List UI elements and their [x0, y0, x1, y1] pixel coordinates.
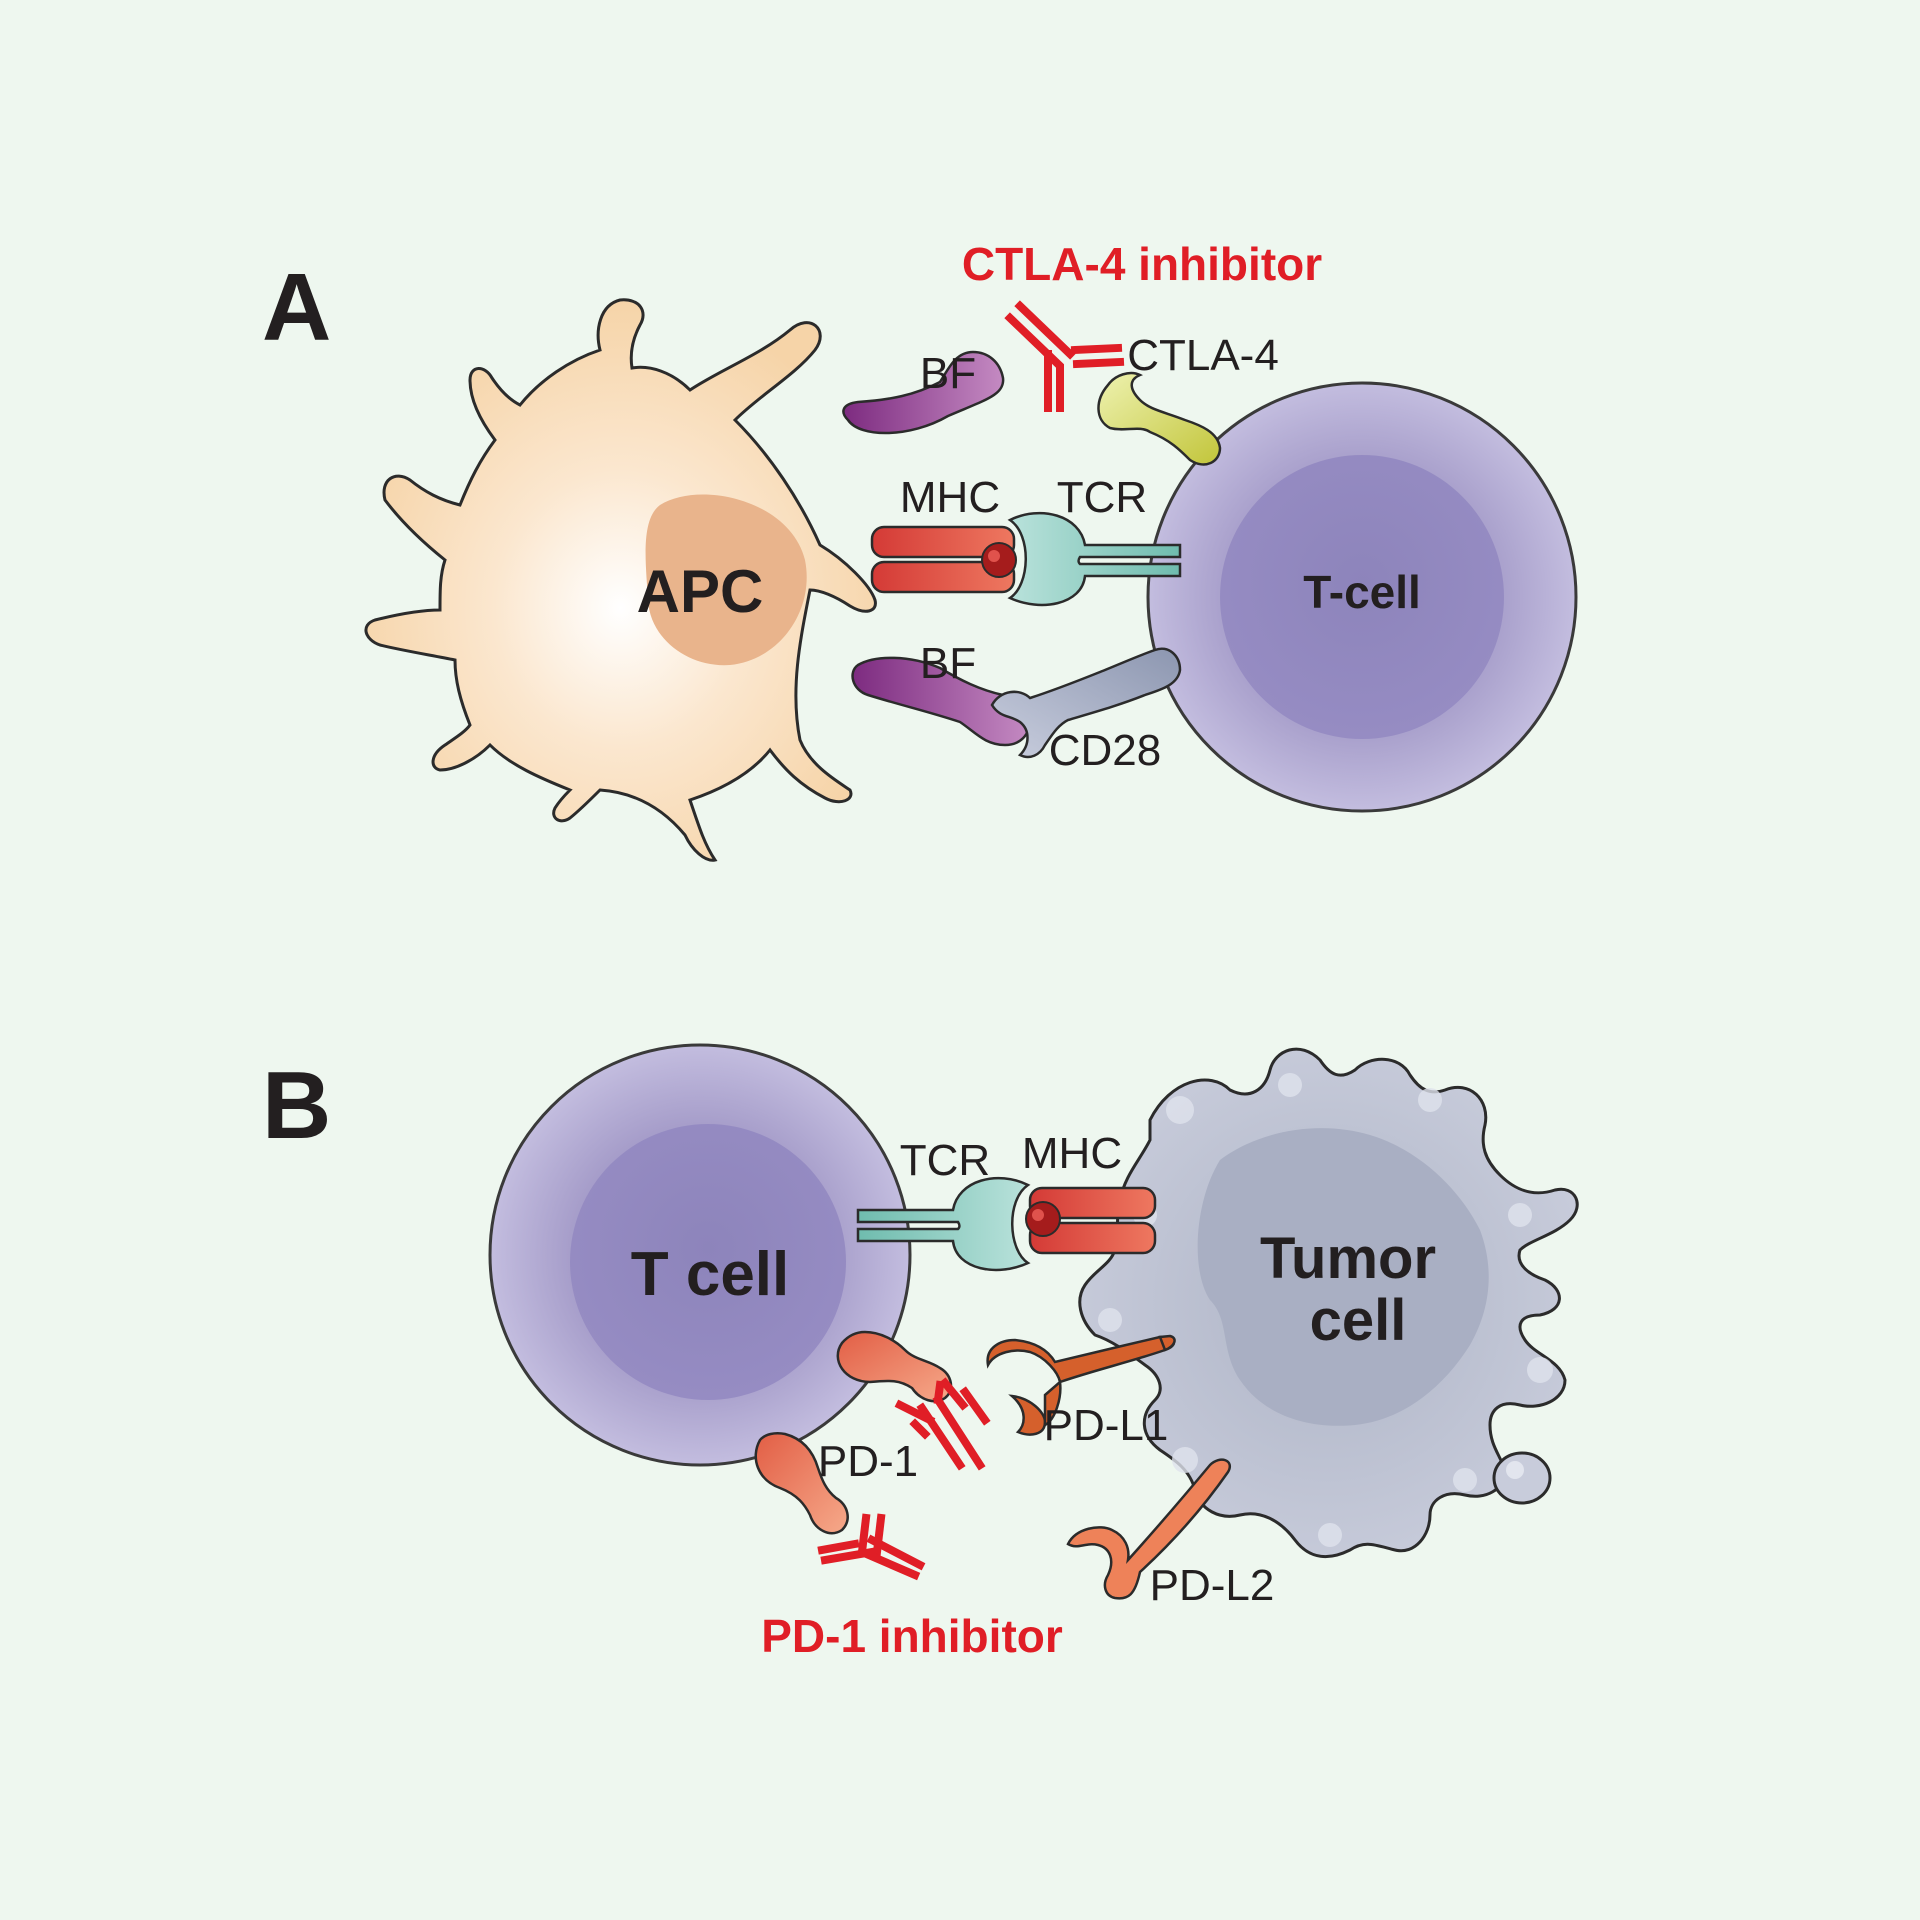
- t-cell-b-nucleus: [570, 1124, 846, 1400]
- tumor-label-line1: Tumor: [1260, 1226, 1436, 1291]
- pd1-inhibitor-label: PD-1 inhibitor: [761, 1610, 1063, 1662]
- panel-a-letter: A: [262, 254, 331, 361]
- pd1-inhibitor-antibody-lower: [817, 1513, 926, 1581]
- pd1-label: PD-1: [818, 1437, 918, 1486]
- ctla4-label: CTLA-4: [1127, 331, 1279, 380]
- apc-nucleus: [645, 494, 807, 666]
- bf-top-molecule: [842, 350, 1005, 435]
- mhc-b-label: MHC: [1022, 1129, 1122, 1178]
- pdl2-label: PD-L2: [1150, 1561, 1275, 1610]
- pdl1-molecule: [986, 1334, 1176, 1436]
- tcr-a-label: TCR: [1057, 473, 1147, 522]
- tcr-b-molecule: [856, 1176, 1031, 1272]
- bf-bottom-molecule: [851, 656, 1032, 747]
- apc-label: APC: [637, 558, 764, 625]
- pd1-lower-molecule: [754, 1432, 849, 1535]
- mhc-b-molecule: [1025, 1186, 1157, 1255]
- t-cell-a: T-cell: [1146, 381, 1578, 813]
- apc-cell: APC: [364, 298, 877, 862]
- ctla4-inhibitor-label: CTLA-4 inhibitor: [962, 238, 1322, 290]
- apc-membrane: [364, 298, 877, 862]
- mhc-a-molecule: [870, 525, 1016, 594]
- tumor-label-line2: cell: [1310, 1288, 1407, 1353]
- bf-bottom-label: BF: [920, 639, 976, 688]
- t-cell-b: T cell: [488, 1043, 912, 1467]
- cd28-molecule: [990, 647, 1182, 759]
- cd28-label: CD28: [1049, 726, 1162, 775]
- tumor-bleb: [1492, 1451, 1552, 1505]
- ctla4-inhibitor-antibody: [1004, 300, 1125, 412]
- ctla4-molecule: [1097, 371, 1222, 466]
- tcr-b-label: TCR: [900, 1136, 990, 1185]
- pd1-inhibitor-antibody-upper: [894, 1377, 991, 1471]
- mhc-a-label: MHC: [900, 473, 1000, 522]
- t-cell-b-label: T cell: [631, 1240, 790, 1309]
- panel-b-letter: B: [262, 1052, 331, 1159]
- tumor-highlights: [1098, 1073, 1553, 1547]
- tumor-cell: Tumor cell: [1078, 1047, 1579, 1559]
- bf-top-label: BF: [920, 349, 976, 398]
- pdl1-label: PD-L1: [1044, 1401, 1169, 1450]
- t-cell-a-nucleus: [1220, 455, 1504, 739]
- t-cell-a-label: T-cell: [1303, 566, 1421, 618]
- pdl2-molecule: [1066, 1458, 1231, 1600]
- tcr-a-molecule: [981, 511, 1182, 607]
- tumor-nucleus: [1197, 1128, 1489, 1426]
